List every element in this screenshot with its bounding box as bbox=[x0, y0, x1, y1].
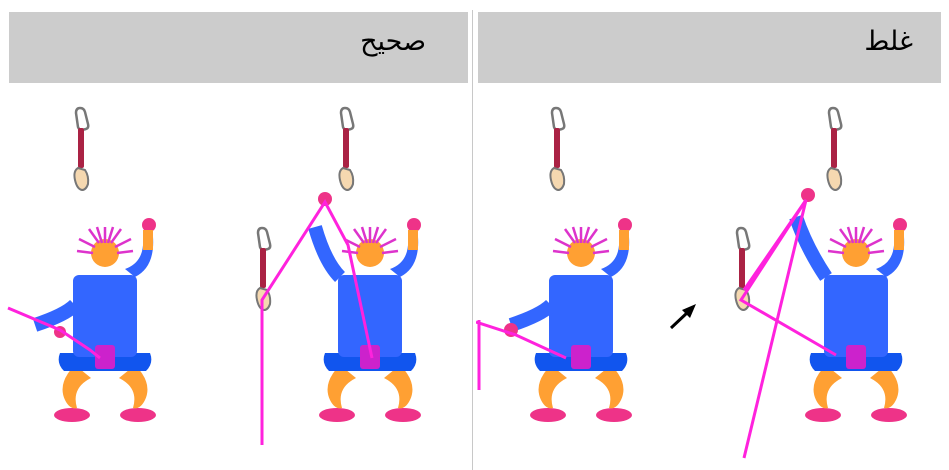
panel-wrong bbox=[476, 90, 949, 470]
climber-icon bbox=[504, 218, 632, 422]
climber-icon bbox=[315, 192, 421, 422]
label-wrong: غلط bbox=[864, 26, 913, 57]
panel-correct bbox=[0, 90, 472, 470]
quickdraw-icon bbox=[827, 108, 841, 190]
header-correct: صحيح bbox=[9, 12, 468, 83]
quickdraw-icon bbox=[339, 108, 353, 190]
quickdraw-icon bbox=[550, 108, 564, 190]
header-wrong: غلط bbox=[478, 12, 941, 83]
climber-icon bbox=[796, 188, 907, 422]
label-correct: صحيح bbox=[360, 26, 426, 57]
quickdraw-icon bbox=[74, 108, 88, 190]
climber-icon bbox=[35, 218, 156, 422]
column-divider bbox=[472, 10, 473, 470]
arrow-icon bbox=[671, 304, 696, 328]
